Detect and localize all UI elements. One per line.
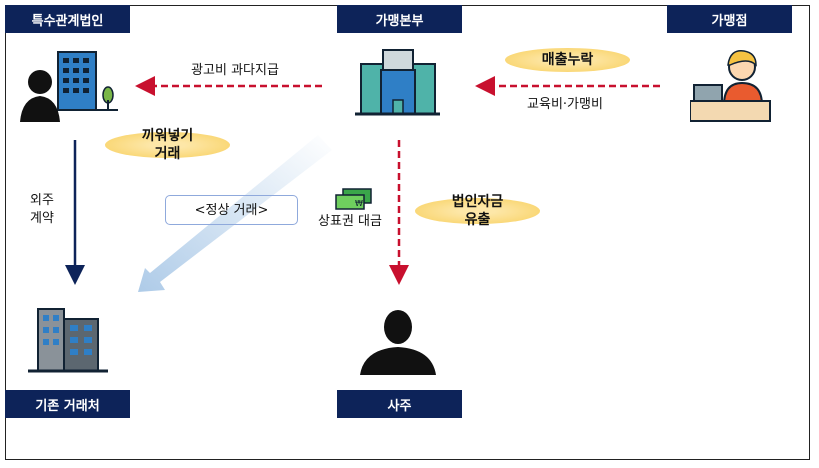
money-icon: ₩ xyxy=(335,188,372,210)
franchisee-cashier-icon xyxy=(690,50,771,122)
footer-existing-partner: 기존 거래처 xyxy=(5,390,130,418)
ad-overpay-label: 광고비 과다지급 xyxy=(191,63,279,78)
insert-trade-text: 끼워넣기 거래 xyxy=(141,128,194,162)
existing-partner-building-icon xyxy=(28,308,108,373)
svg-text:₩: ₩ xyxy=(355,199,363,208)
fund-outflow-badge: 법인자금 유출 xyxy=(415,194,540,228)
header-related-corp: 특수관계법인 xyxy=(5,5,130,33)
outsourcing-label: 외주 계약 xyxy=(30,193,54,226)
insert-trade-badge: 끼워넣기 거래 xyxy=(105,128,230,162)
normal-trade-label: <정상 거래> xyxy=(165,195,298,225)
footer-owner: 사주 xyxy=(337,390,462,418)
header-franchisor: 가맹본부 xyxy=(337,5,462,33)
owner-person-icon xyxy=(360,310,436,375)
fund-outflow-text: 법인자금 유출 xyxy=(451,194,504,228)
normal-trade-arrow xyxy=(138,135,332,292)
trademark-fee-label: 상표권 대금 xyxy=(318,214,382,229)
edu-fee-label: 교육비·가맹비 xyxy=(527,97,603,112)
related-corp-icon xyxy=(20,51,118,122)
sales-omission-badge: 매출누락 xyxy=(505,48,630,72)
sales-omission-text: 매출누락 xyxy=(541,52,594,68)
franchisor-building-icon xyxy=(355,49,440,116)
header-franchisee: 가맹점 xyxy=(667,5,792,33)
